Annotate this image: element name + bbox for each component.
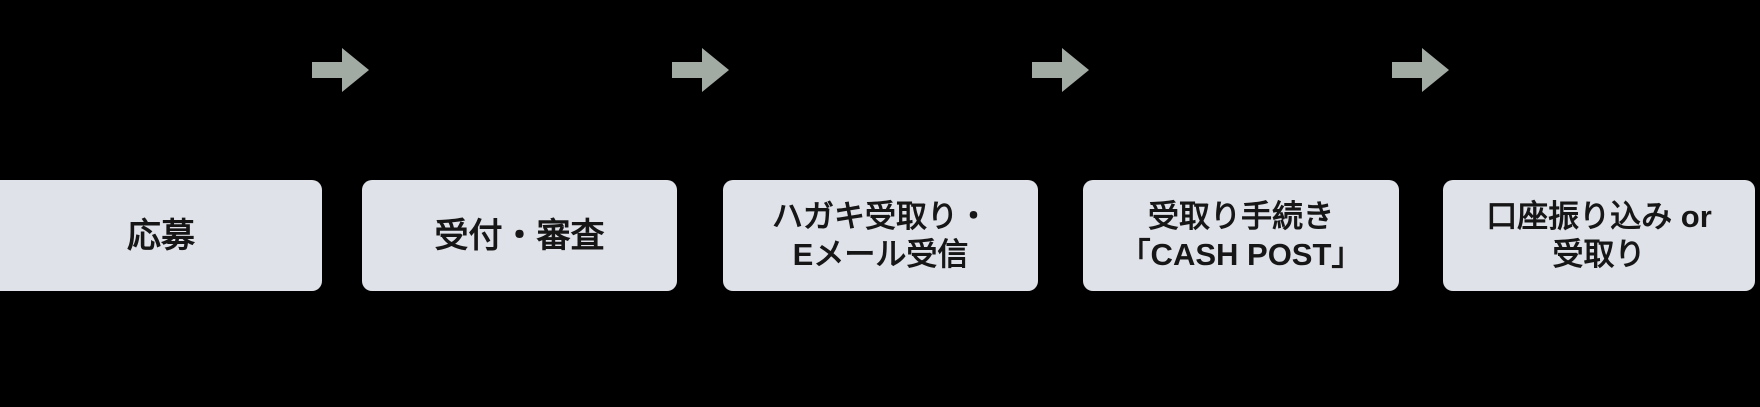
right-arrow-icon bbox=[1032, 48, 1089, 92]
flow-step-2-label: 受付・審査 bbox=[434, 216, 605, 255]
right-arrow-icon bbox=[312, 48, 369, 92]
flow-step-3-label-line-1: ハガキ受取り・ bbox=[772, 198, 989, 234]
flow-step-4-box: 受取り手続き 「CASH POST」 bbox=[1083, 180, 1399, 291]
flow-step-4-label-line-1: 受取り手続き bbox=[1148, 198, 1334, 234]
right-arrow-icon bbox=[672, 48, 729, 92]
flow-step-3-box: ハガキ受取り・ Eメール受信 bbox=[723, 180, 1038, 291]
flow-step-4-label-line-2: 「CASH POST」 bbox=[1119, 236, 1363, 272]
flow-step-1-label: 応募 bbox=[127, 216, 195, 255]
flow-step-5-box: 口座振り込み or 受取り bbox=[1443, 180, 1755, 291]
right-arrow-icon bbox=[1392, 48, 1449, 92]
flow-step-5-label-line-1: 口座振り込み or bbox=[1486, 198, 1712, 234]
flow-step-5-label-line-2: 受取り bbox=[1552, 236, 1646, 272]
flow-step-1-box: 応募 bbox=[0, 180, 322, 291]
flow-step-3-label-line-2: Eメール受信 bbox=[792, 236, 969, 272]
flow-step-2-box: 受付・審査 bbox=[362, 180, 677, 291]
